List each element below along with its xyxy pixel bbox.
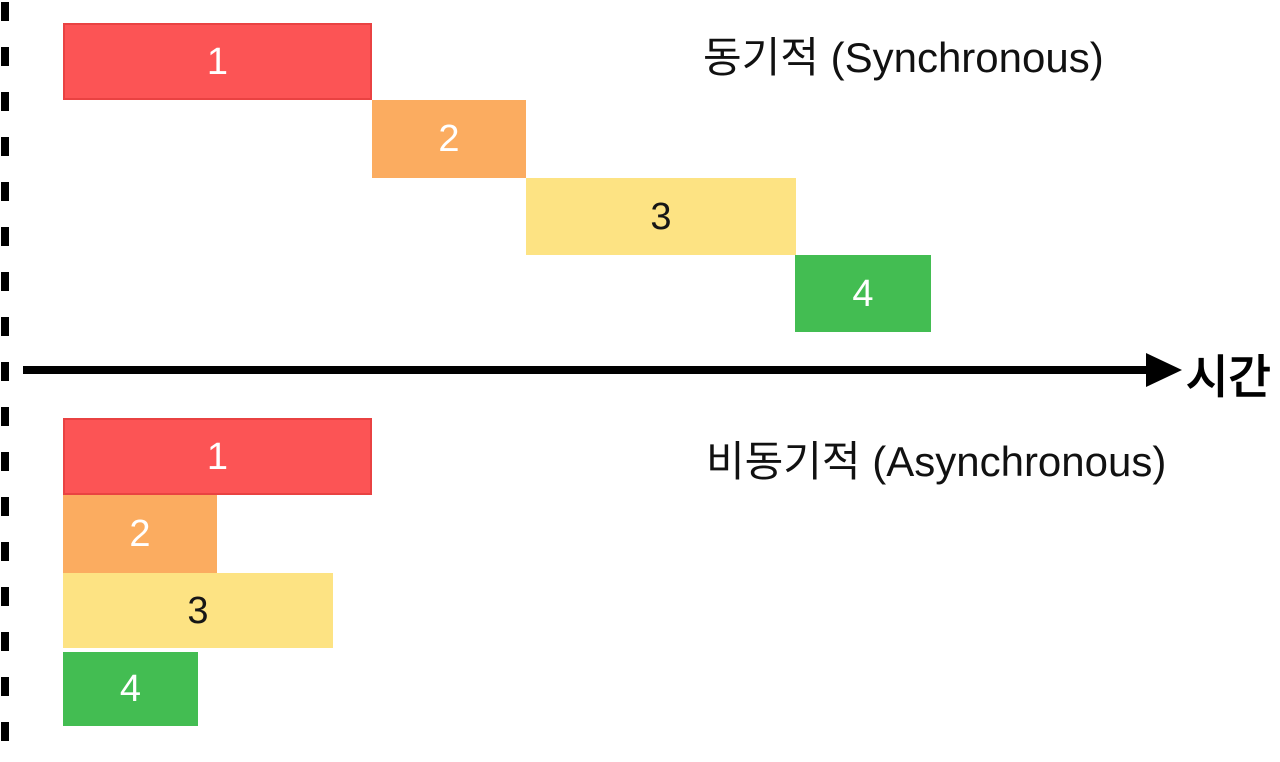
sync-task-bar-3: 3 [526, 178, 796, 255]
async-task-label-1: 1 [206, 435, 229, 478]
sync-task-bar-2: 2 [372, 100, 526, 178]
async-task-label-4: 4 [119, 668, 142, 710]
sync-task-label-3: 3 [650, 195, 672, 238]
async-task-label-2: 2 [129, 513, 151, 555]
time-axis-line [23, 366, 1151, 374]
async-task-bar-2: 2 [63, 495, 217, 573]
asynchronous-section-title: 비동기적 (Asynchronous) [706, 438, 1167, 485]
synchronous-section-title: 동기적 (Synchronous) [703, 34, 1104, 81]
time-axis-label: 시간 [1186, 351, 1271, 403]
async-task-label-3: 3 [187, 589, 209, 632]
sync-task-label-2: 2 [438, 118, 460, 160]
sync-task-label-4: 4 [852, 272, 874, 315]
sync-task-bar-1: 1 [63, 23, 372, 100]
sync-task-label-1: 1 [206, 40, 229, 83]
sync-task-bar-4: 4 [795, 255, 931, 332]
timeline-start-dashed-line [1, 2, 9, 762]
async-task-bar-4: 4 [63, 652, 198, 726]
async-task-bar-1: 1 [63, 418, 372, 495]
time-axis-arrowhead-icon [1146, 353, 1182, 387]
async-task-bar-3: 3 [63, 573, 333, 648]
